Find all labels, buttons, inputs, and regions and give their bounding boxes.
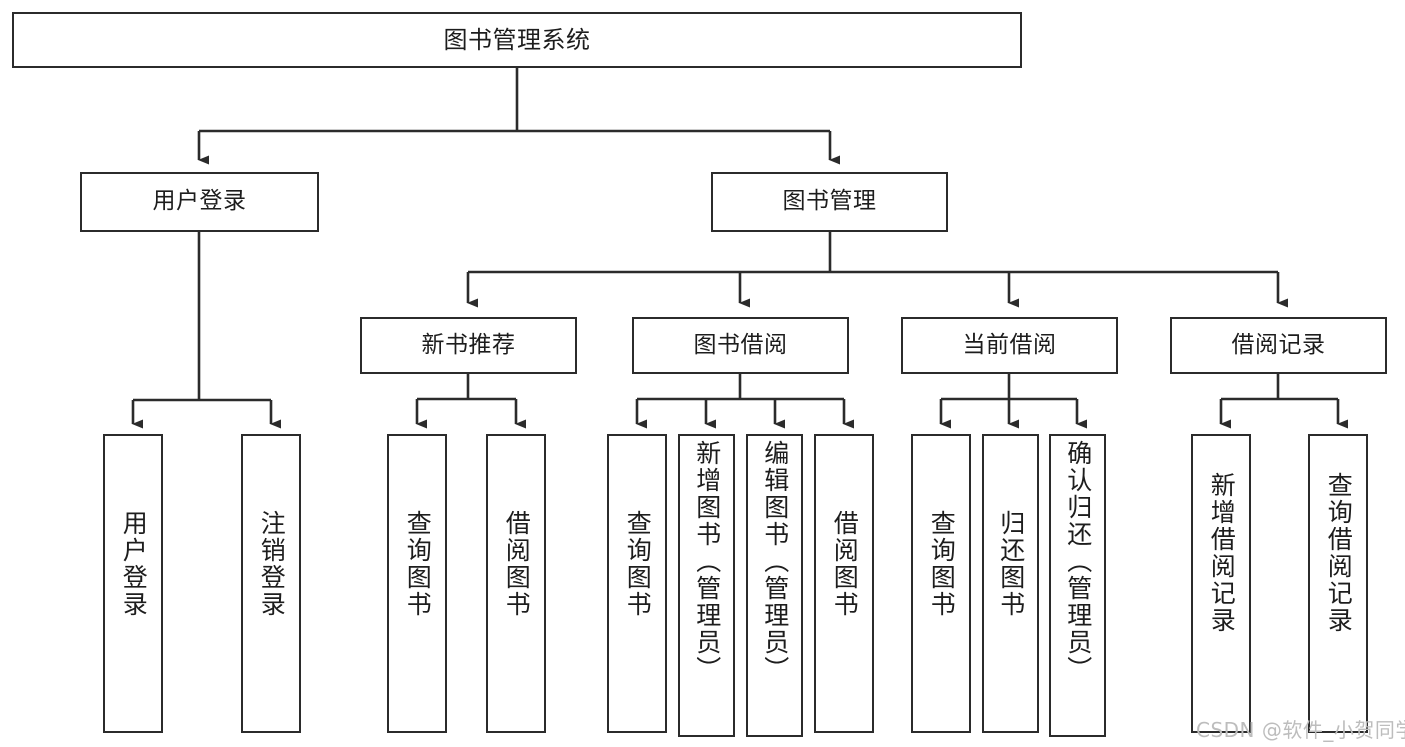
- node-label: 借阅图书: [830, 510, 860, 618]
- leaf-add-borrow-record[interactable]: 新增借阅记录: [1191, 434, 1251, 733]
- leaf-query-borrow-record[interactable]: 查询借阅记录: [1308, 434, 1368, 733]
- node-book-management[interactable]: 图书管理: [711, 172, 948, 232]
- node-label: 新书推荐: [421, 331, 516, 358]
- node-label: 借阅图书: [502, 510, 532, 618]
- node-label: 图书管理: [782, 188, 877, 215]
- node-label: 注销登录: [257, 510, 287, 618]
- node-label: 用户登录: [152, 188, 247, 215]
- node-root-book-management-system[interactable]: 图书管理系统: [12, 12, 1022, 68]
- leaf-query-book-borrow[interactable]: 查询图书: [607, 434, 667, 733]
- leaf-confirm-return-admin[interactable]: 确认归还（管理员）: [1049, 434, 1106, 737]
- leaf-query-book-recommend[interactable]: 查询图书: [387, 434, 447, 733]
- leaf-add-book-admin[interactable]: 新增图书（管理员）: [678, 434, 735, 737]
- leaf-logout[interactable]: 注销登录: [241, 434, 301, 733]
- node-label: 查询图书: [927, 510, 957, 618]
- node-new-book-recommend[interactable]: 新书推荐: [360, 317, 577, 374]
- leaf-user-login[interactable]: 用户登录: [103, 434, 163, 733]
- node-borrow-record[interactable]: 借阅记录: [1170, 317, 1387, 374]
- node-label: 新增借阅记录: [1207, 472, 1237, 634]
- leaf-edit-book-admin[interactable]: 编辑图书（管理员）: [746, 434, 803, 737]
- node-label: 查询图书: [623, 510, 653, 618]
- node-label: 查询借阅记录: [1324, 472, 1354, 634]
- csdn-watermark: CSDN @软件_小贺同学: [1196, 718, 1405, 742]
- node-label: 编辑图书（管理员）: [760, 440, 790, 683]
- node-label: 当前借阅: [962, 331, 1057, 358]
- node-label: 查询图书: [403, 510, 433, 618]
- node-label: 确认归还（管理员）: [1063, 440, 1093, 683]
- leaf-borrow-book-recommend[interactable]: 借阅图书: [486, 434, 546, 733]
- node-label: 图书借阅: [693, 331, 788, 358]
- node-user-login[interactable]: 用户登录: [80, 172, 319, 232]
- leaf-return-book[interactable]: 归还图书: [982, 434, 1039, 733]
- node-label: 用户登录: [119, 510, 149, 618]
- node-book-borrow[interactable]: 图书借阅: [632, 317, 849, 374]
- leaf-query-book-current[interactable]: 查询图书: [911, 434, 971, 733]
- node-label: 归还图书: [996, 510, 1026, 618]
- node-current-borrow[interactable]: 当前借阅: [901, 317, 1118, 374]
- node-label: 新增图书（管理员）: [692, 440, 722, 683]
- node-label: 借阅记录: [1231, 331, 1326, 358]
- node-label: 图书管理系统: [443, 25, 591, 54]
- leaf-borrow-book[interactable]: 借阅图书: [814, 434, 874, 733]
